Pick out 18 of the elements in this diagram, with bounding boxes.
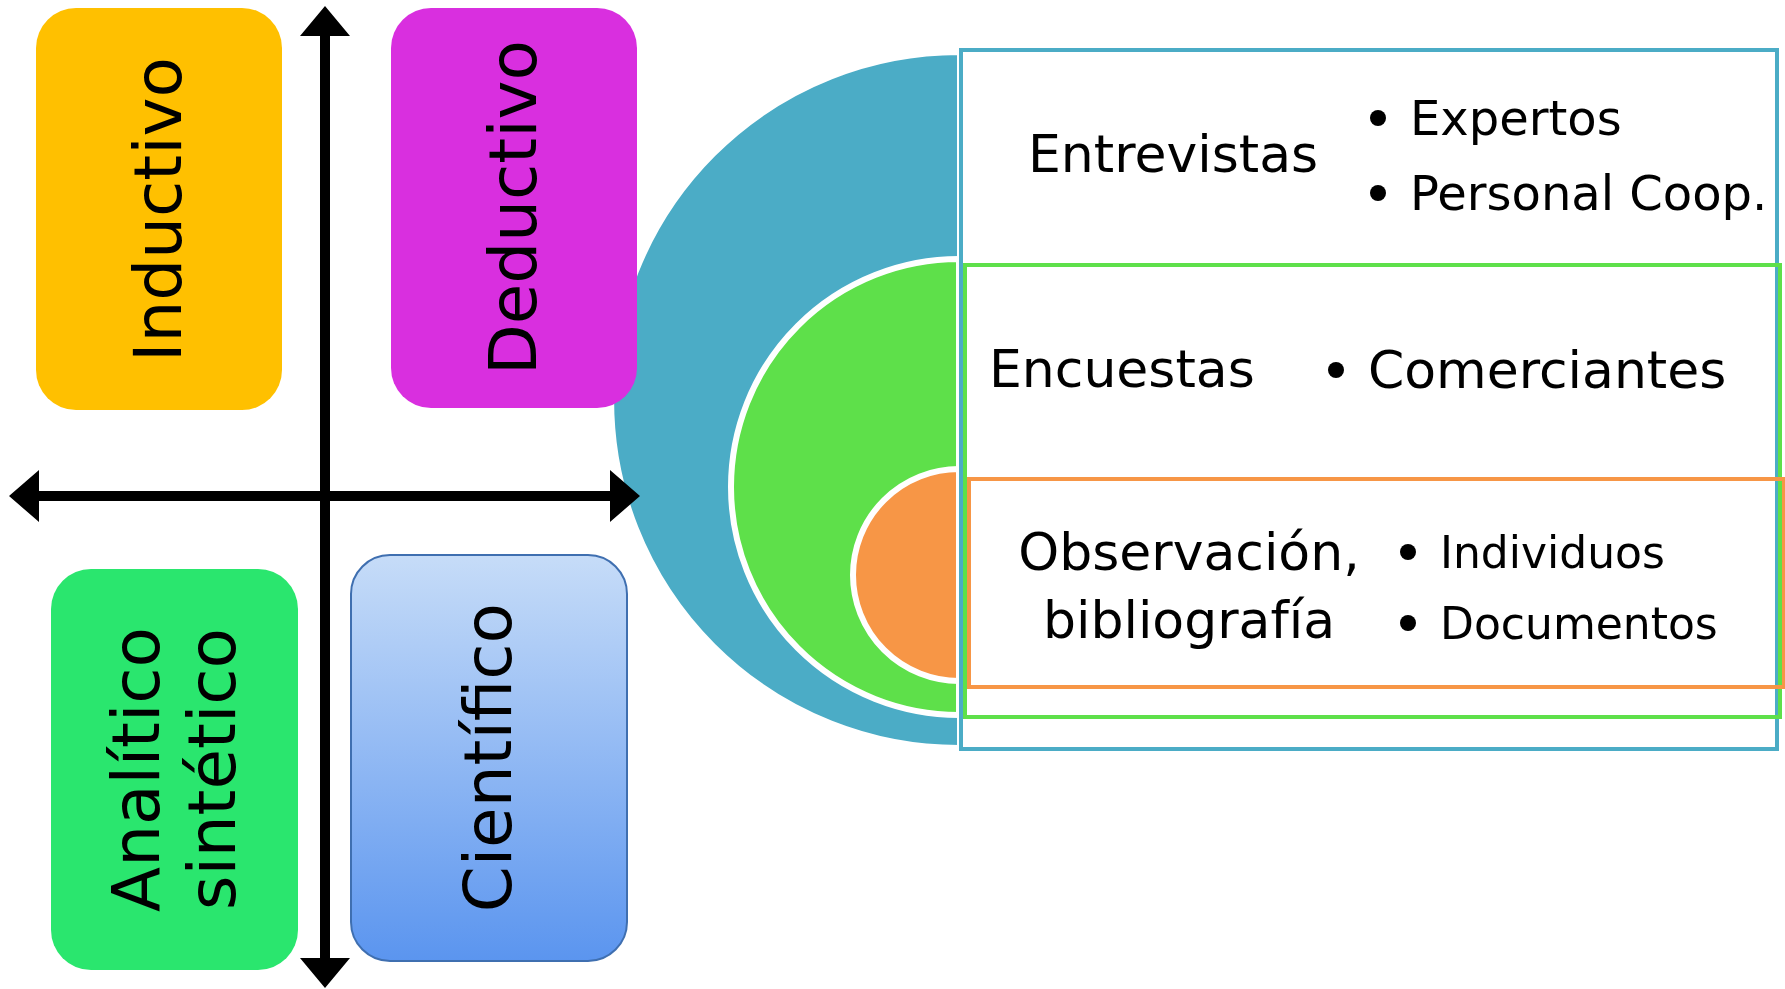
method-label: Deductivo <box>476 40 552 376</box>
bullet-item: Documentos <box>1440 597 1718 649</box>
bullet-item: Expertos <box>1410 90 1622 146</box>
method-label: Inductivo <box>121 56 197 362</box>
technique-band <box>967 477 1785 689</box>
technique-band <box>963 263 1782 719</box>
method-label: Analítico sintético <box>98 626 251 914</box>
method-label: Científico <box>451 603 527 913</box>
method-box <box>36 8 282 410</box>
method-box <box>391 8 637 408</box>
method-box <box>350 554 628 962</box>
bullet-item: Comerciantes <box>1368 340 1727 400</box>
technique-heading: Observación, bibliografía <box>1017 521 1361 652</box>
bullet-item: Personal Coop. <box>1410 165 1768 221</box>
technique-heading: Encuestas <box>989 338 1256 402</box>
method-box <box>51 569 298 970</box>
technique-heading: Entrevistas <box>1028 123 1320 187</box>
bullet-item: Individuos <box>1440 526 1665 578</box>
